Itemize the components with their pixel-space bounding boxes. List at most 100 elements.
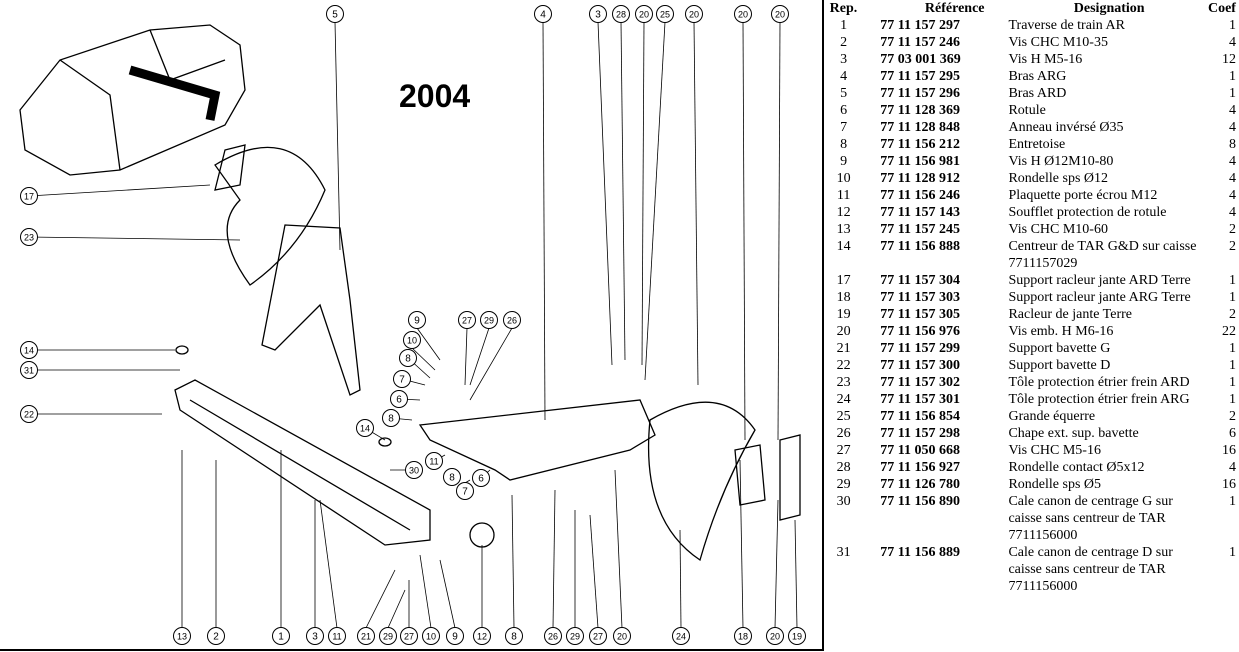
reference-cell: 77 11 126 780 xyxy=(880,477,961,492)
callout-26: 26 xyxy=(469,311,521,401)
coef-cell: 4 xyxy=(1229,460,1236,475)
callout-circle xyxy=(390,390,408,408)
model-year: 2004 xyxy=(399,78,471,114)
callout-label: 3 xyxy=(312,632,318,643)
callout-label: 18 xyxy=(738,632,748,642)
rep-cell: 3 xyxy=(840,52,848,67)
header-designation: Designation xyxy=(1073,1,1145,16)
callout-7: 7 xyxy=(393,370,426,388)
callout-circle xyxy=(685,5,703,23)
reference-cell: 77 11 156 212 xyxy=(880,137,961,152)
reference-cell: 77 11 156 246 xyxy=(880,188,961,203)
callout-circle xyxy=(458,311,476,329)
designation-cell: Support racleur jante ARG Terre xyxy=(1008,290,1191,305)
callout-label: 19 xyxy=(792,632,802,642)
callout-31: 31 xyxy=(20,361,180,379)
callout-label: 14 xyxy=(360,424,370,434)
rim-scraper xyxy=(779,434,801,521)
coef-cell: 2 xyxy=(1229,307,1236,322)
rep-cell: 30 xyxy=(836,494,851,509)
rep-cell: 18 xyxy=(836,290,851,305)
rep-cell: 13 xyxy=(836,222,851,237)
callout-circle xyxy=(635,5,653,23)
callout-3: 3 xyxy=(306,500,324,645)
callout-circle xyxy=(534,5,552,23)
designation-cell: Chape ext. sup. bavette xyxy=(1008,426,1139,441)
callout-4: 4 xyxy=(534,5,552,421)
designation-cell: Vis CHC M10-60 xyxy=(1008,222,1108,237)
rep-cell: 4 xyxy=(840,69,848,84)
designation-cell: Anneau invérsé Ø35 xyxy=(1008,120,1124,135)
callout-25: 25 xyxy=(644,5,674,381)
part-outlines xyxy=(19,24,801,562)
callout-13: 13 xyxy=(173,450,191,645)
rep-cell: 14 xyxy=(836,239,851,254)
callout-label: 29 xyxy=(570,632,580,642)
callout-circle xyxy=(544,627,562,645)
header-rep: Rep. xyxy=(829,1,858,16)
coef-cell: 16 xyxy=(1222,443,1236,458)
reference-cell: 77 11 156 889 xyxy=(880,545,961,560)
callout-circle xyxy=(400,627,418,645)
header-reference: Référence xyxy=(924,1,985,16)
callout-circle xyxy=(505,627,523,645)
coef-cell: 2 xyxy=(1229,222,1236,237)
callout-label: 28 xyxy=(616,10,626,20)
callout-label: 24 xyxy=(676,632,686,642)
coef-cell: 1 xyxy=(1229,273,1236,288)
reference-cell: 77 11 157 302 xyxy=(880,375,961,390)
callout-21: 21 xyxy=(357,569,396,645)
callout-14: 14 xyxy=(356,419,386,441)
coef-cell: 6 xyxy=(1229,426,1236,441)
callout-27: 27 xyxy=(458,311,476,386)
coef-cell: 4 xyxy=(1229,103,1236,118)
reference-cell: 77 11 128 369 xyxy=(880,103,961,118)
designation-cell: Support racleur jante ARD Terre xyxy=(1008,273,1191,288)
rep-cell: 11 xyxy=(836,188,851,203)
leader-line xyxy=(742,21,746,441)
callout-label: 4 xyxy=(540,10,546,21)
leader-line xyxy=(693,21,699,386)
callout-20: 20 xyxy=(635,5,653,366)
callout-label: 6 xyxy=(478,474,484,485)
leader-line xyxy=(794,519,798,629)
callout-20: 20 xyxy=(613,469,631,645)
designation-cell: Tôle protection étrier frein ARG xyxy=(1008,392,1190,407)
callout-circle xyxy=(472,469,490,487)
reference-cell: 77 11 156 927 xyxy=(880,460,961,475)
reference-cell: 77 11 157 299 xyxy=(880,341,961,356)
leader-line xyxy=(774,499,779,629)
rep-cell: 22 xyxy=(836,358,851,373)
callout-label: 7 xyxy=(462,487,468,498)
rep-cell: 24 xyxy=(836,392,851,407)
reference-cell: 77 11 050 668 xyxy=(880,443,961,458)
callout-label: 20 xyxy=(617,632,627,642)
coef-cell: 22 xyxy=(1222,324,1236,339)
callout-circle xyxy=(422,627,440,645)
coef-cell: 4 xyxy=(1229,154,1236,169)
rep-cell: 27 xyxy=(836,443,851,458)
callout-circle xyxy=(656,5,674,23)
callout-label: 25 xyxy=(660,10,670,20)
reference-cell: 77 11 157 305 xyxy=(880,307,961,322)
coef-cell: 4 xyxy=(1229,205,1236,220)
coef-cell: 1 xyxy=(1229,392,1236,407)
rep-cell: 20 xyxy=(836,324,851,339)
leader-line xyxy=(419,554,432,629)
callout-circle xyxy=(788,627,806,645)
leader-line xyxy=(319,499,338,629)
leader-line xyxy=(614,469,623,629)
rep-cell: 23 xyxy=(836,375,851,390)
leader-line xyxy=(641,21,645,366)
